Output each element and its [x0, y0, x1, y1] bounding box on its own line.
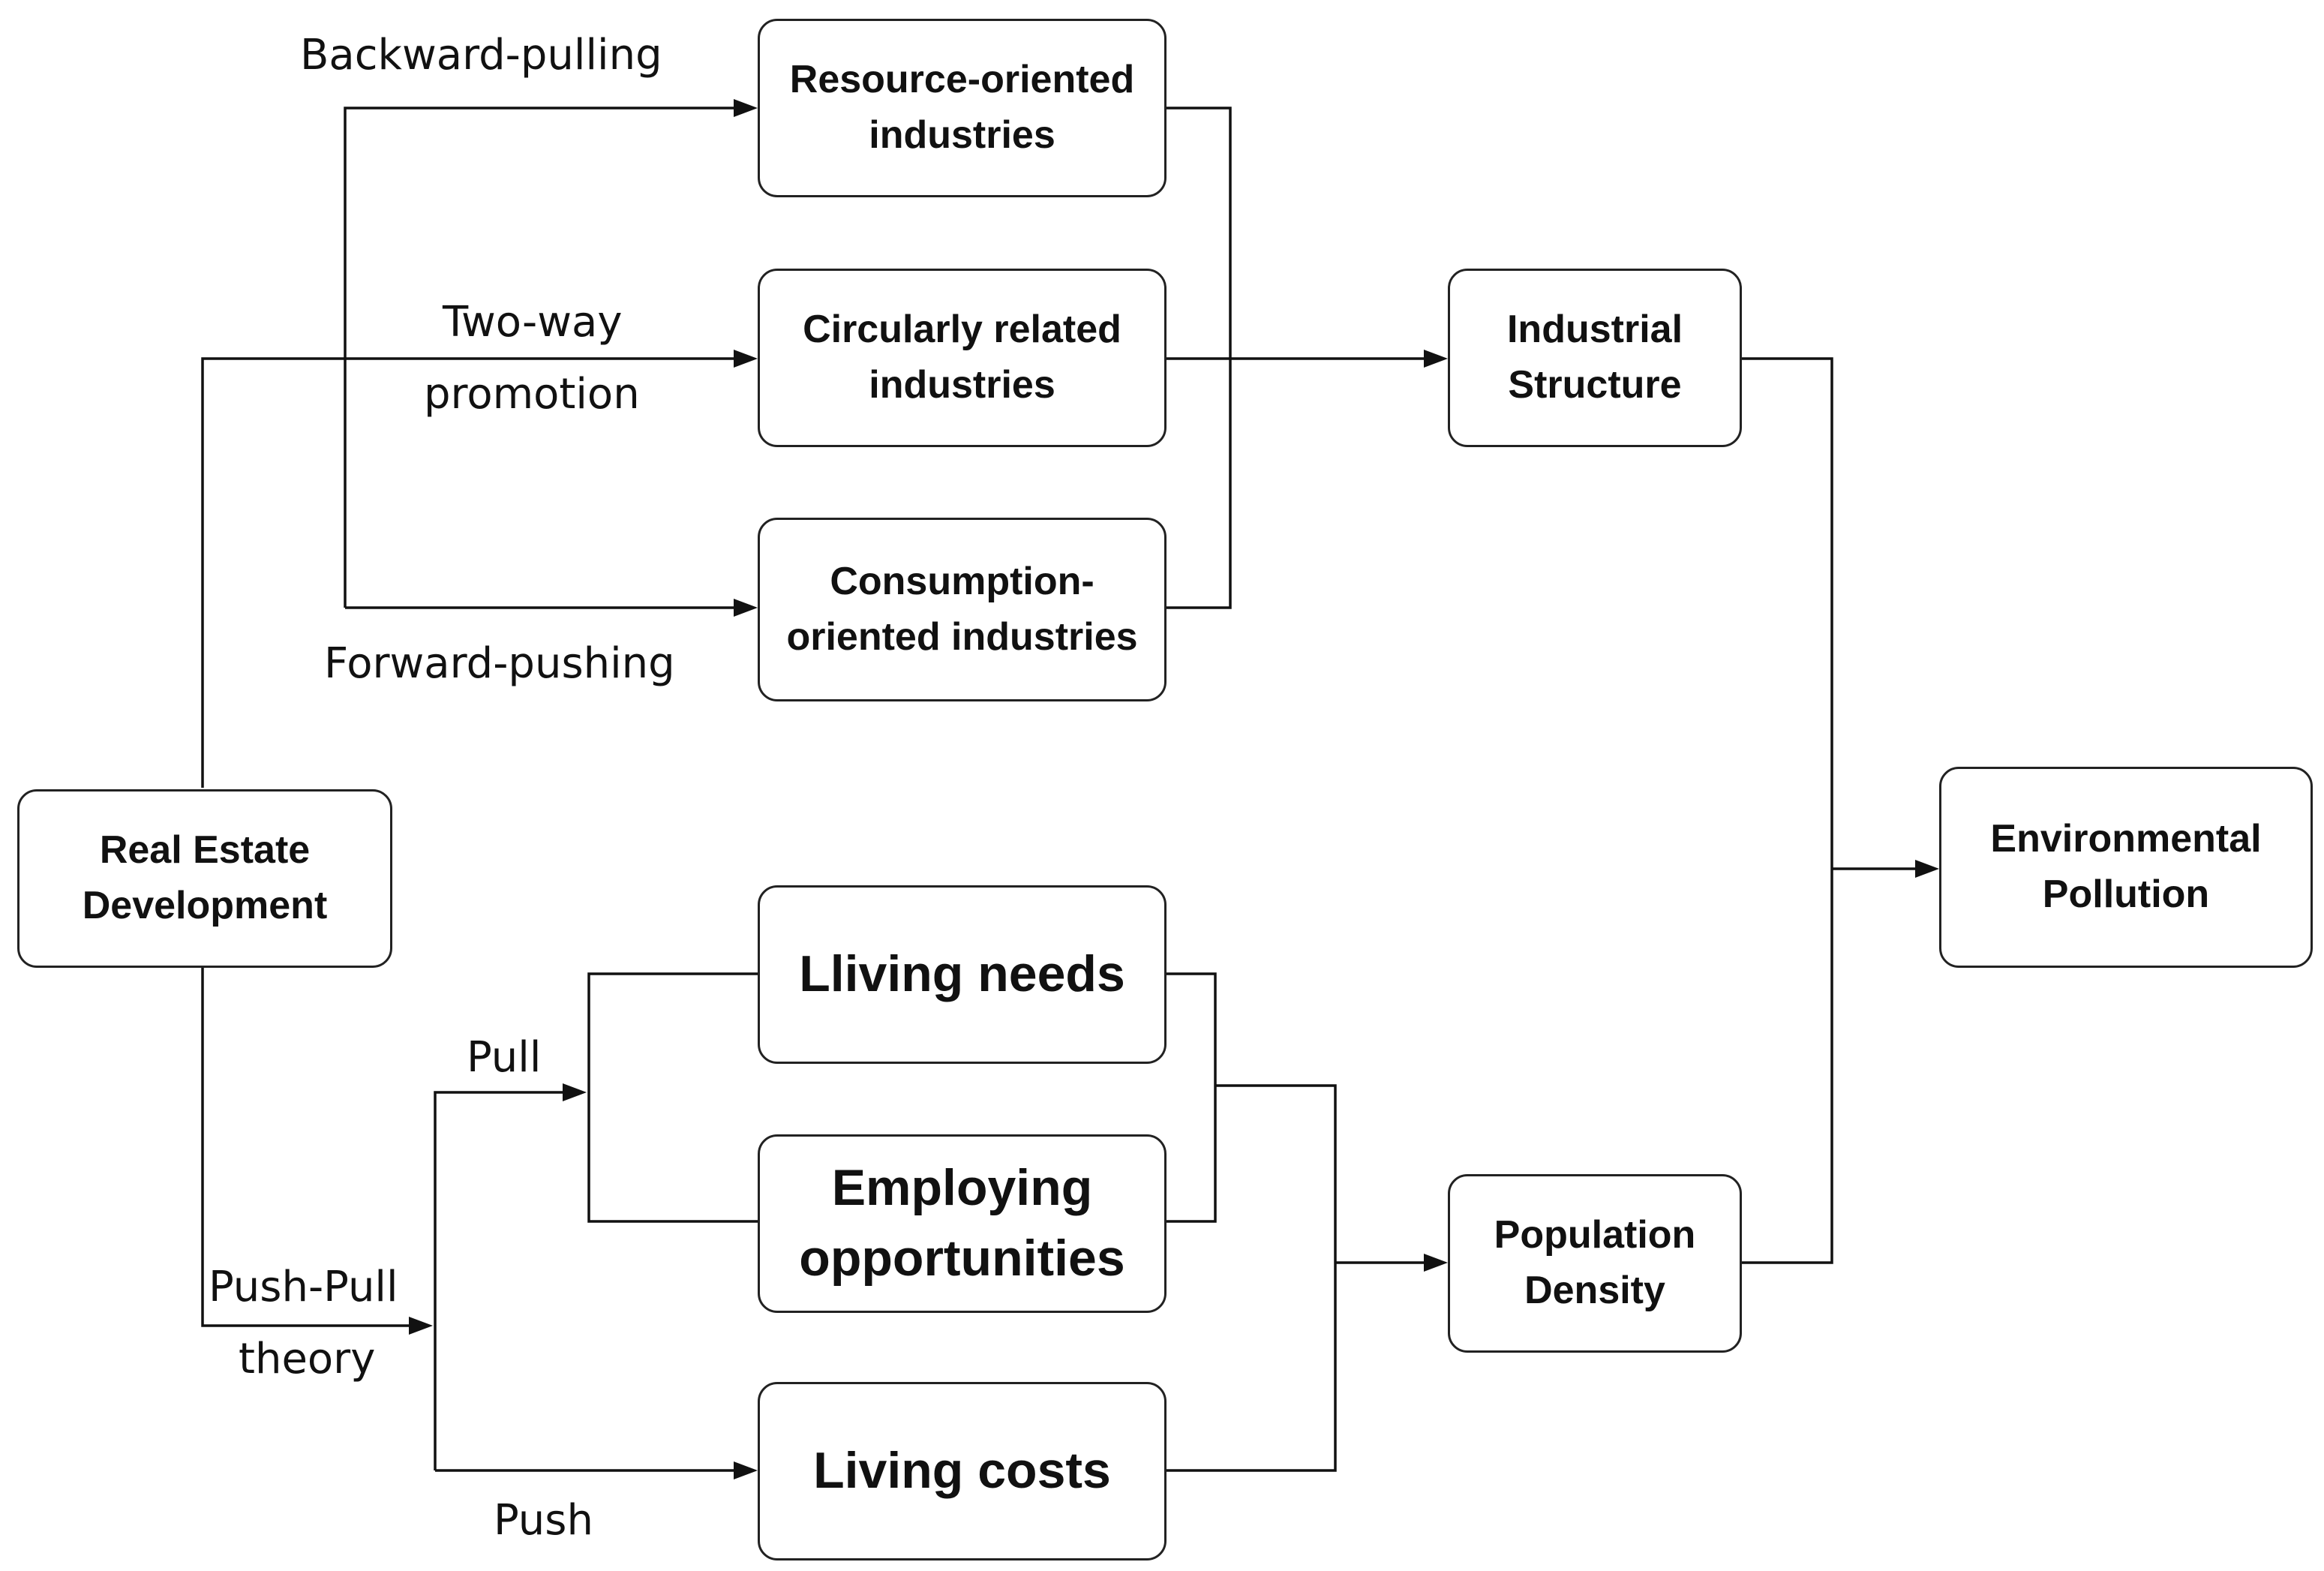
- node-employing-opportunities: Employing opportunities: [758, 1134, 1167, 1313]
- arrowhead-circular: [734, 350, 758, 368]
- label-forward-pushing: Forward-pushing: [324, 639, 675, 688]
- node-living-costs: Living costs: [758, 1382, 1167, 1560]
- connector-needs-employing-out: [1167, 972, 1217, 1223]
- node-environmental-pollution: Environmental Pollution: [1939, 767, 2313, 968]
- label-pull: Pull: [467, 1033, 542, 1082]
- arrowhead-resource: [734, 99, 758, 117]
- arrowhead-environmental: [1915, 860, 1939, 878]
- node-living-needs: Lliving needs: [758, 885, 1167, 1064]
- connector-top-bus: [344, 107, 743, 608]
- connector-re-down: [201, 968, 418, 1327]
- node-industrial-structure: Industrial Structure: [1448, 269, 1742, 447]
- label-promotion: promotion: [424, 370, 640, 419]
- node-consumption-oriented-industries: Consumption-oriented industries: [758, 518, 1167, 701]
- connector-re-to-top: [201, 357, 743, 788]
- arrowhead-consumption: [734, 599, 758, 617]
- label-theory: theory: [239, 1335, 376, 1383]
- arrowhead-push-pull: [409, 1317, 433, 1335]
- connector-pull-bracket: [587, 972, 758, 1223]
- connector-push-pull-bus: [434, 1091, 572, 1470]
- label-backward-pulling: Backward-pulling: [300, 31, 662, 80]
- node-circularly-related-industries: Circularly related industries: [758, 269, 1167, 447]
- label-two-way: Two-way: [443, 298, 623, 347]
- arrowhead-living-costs: [734, 1461, 758, 1479]
- connector-industrial-out: [1742, 357, 1833, 1264]
- node-real-estate-development: Real Estate Development: [17, 789, 392, 968]
- arrowhead-population: [1424, 1254, 1448, 1272]
- node-resource-oriented-industries: Resource-oriented industries: [758, 19, 1167, 197]
- label-push-pull: Push-Pull: [209, 1263, 398, 1311]
- arrowhead-pull: [563, 1083, 587, 1101]
- connector-merge-to-costs: [1167, 1084, 1337, 1472]
- node-population-density: Population Density: [1448, 1174, 1742, 1353]
- arrowhead-industrial: [1424, 350, 1448, 368]
- label-push: Push: [494, 1496, 593, 1545]
